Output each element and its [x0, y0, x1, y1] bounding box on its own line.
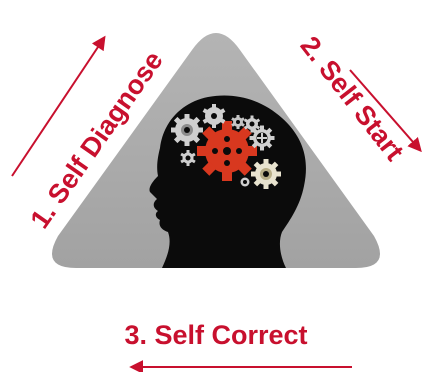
silver-gear-right — [250, 126, 275, 151]
red-gear — [197, 121, 257, 181]
silver-gear-large — [171, 114, 203, 146]
cream-gear — [251, 159, 281, 189]
step-label-start: 2. Self Start — [295, 31, 410, 167]
step-label-correct: 3. Self Correct — [124, 320, 307, 350]
silver-gear-bottom — [241, 178, 250, 187]
